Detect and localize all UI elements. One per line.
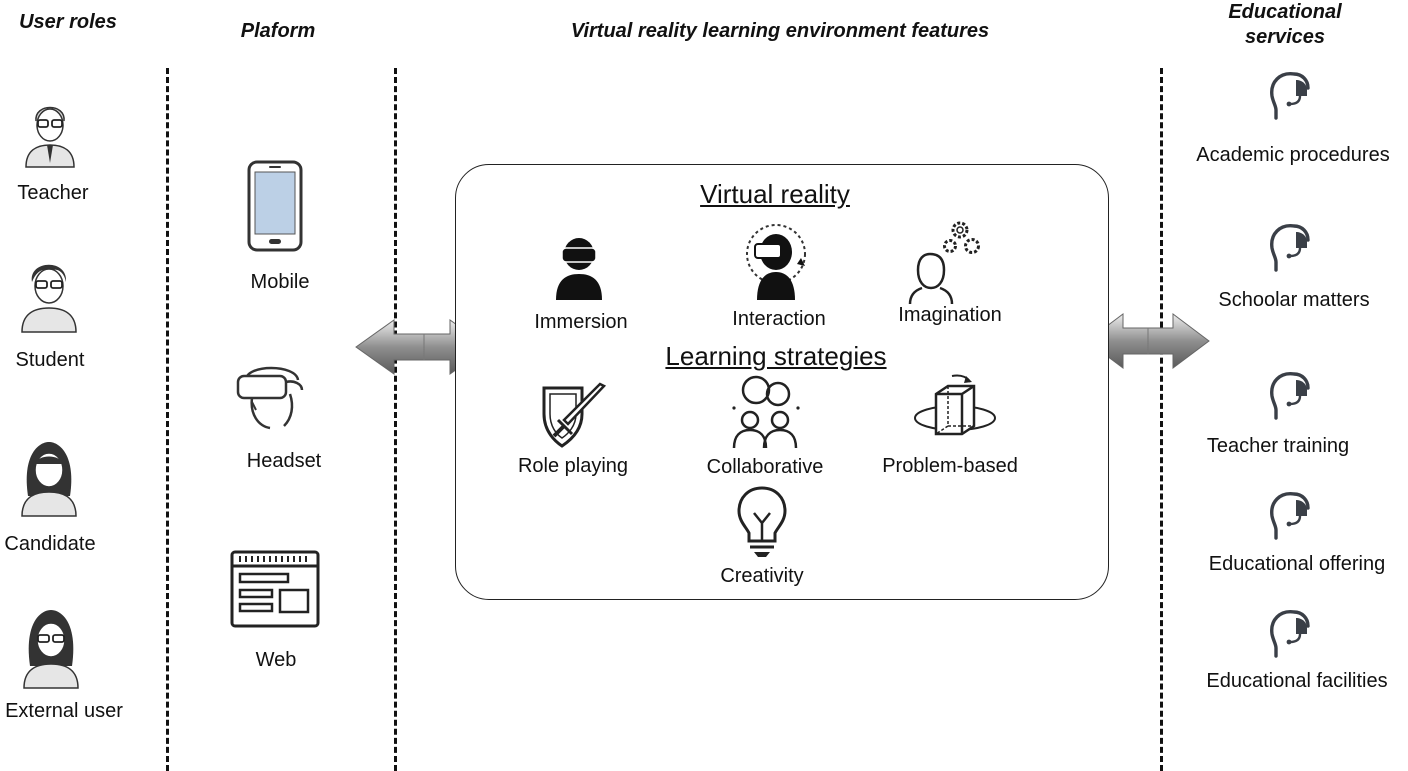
service-academic-procedures: Academic procedures	[1196, 144, 1390, 166]
web-browser-icon	[230, 550, 320, 628]
headset-support-icon	[1270, 492, 1310, 540]
strategy-collaborative: Collaborative	[706, 456, 824, 478]
strategy-problem-based: Problem-based	[882, 455, 1018, 477]
vr-user-icon	[556, 238, 602, 300]
vr-imagination: Imagination	[898, 304, 1002, 326]
service-educational-facilities: Educational facilities	[1206, 670, 1388, 692]
double-arrow-right-icon	[1086, 313, 1210, 369]
teacher-avatar-icon	[25, 106, 75, 168]
candidate-avatar-icon	[21, 442, 77, 517]
rotating-cube-icon	[914, 374, 996, 436]
header-user-roles: User roles	[19, 11, 117, 33]
header-features: Virtual reality learning environment fea…	[570, 20, 990, 42]
header-services-line1: Educational	[1228, 1, 1342, 23]
strategy-creativity: Creativity	[720, 565, 804, 587]
virtual-reality-title: Virtual reality	[700, 179, 850, 209]
headset-support-icon	[1270, 610, 1310, 658]
vr-immersion: Immersion	[534, 311, 628, 333]
role-student: Student	[15, 349, 85, 371]
vr-interaction: Interaction	[732, 308, 826, 330]
head-gears-icon	[908, 221, 980, 305]
platform-mobile: Mobile	[250, 271, 310, 293]
platform-headset: Headset	[246, 450, 322, 472]
separator-platform-features	[394, 68, 397, 771]
people-talking-icon	[732, 375, 800, 449]
student-avatar-icon	[21, 264, 77, 333]
separator-features-services	[1160, 68, 1163, 771]
header-services-line2: services	[1244, 26, 1326, 48]
service-educational-offering: Educational offering	[1208, 553, 1386, 575]
vr-headset-icon	[236, 366, 304, 430]
shield-sword-icon	[542, 382, 607, 448]
external-user-avatar-icon	[23, 610, 79, 689]
strategy-role-playing: Role playing	[517, 455, 629, 477]
platform-web: Web	[255, 649, 297, 671]
service-schoolar-matters: Schoolar matters	[1218, 289, 1370, 311]
learning-strategies-title: Learning strategies	[665, 341, 887, 371]
role-teacher: Teacher	[17, 182, 89, 204]
headset-support-icon	[1270, 224, 1310, 272]
headset-support-icon	[1270, 372, 1310, 420]
role-candidate: Candidate	[4, 533, 96, 555]
mobile-phone-icon	[247, 160, 303, 252]
header-platform: Plaform	[240, 20, 316, 42]
vr-interaction-icon	[746, 224, 806, 300]
role-external-user: External user	[5, 700, 123, 722]
lightbulb-icon	[737, 486, 787, 557]
separator-roles-platform	[166, 68, 169, 771]
service-teacher-training: Teacher training	[1206, 435, 1350, 457]
headset-support-icon	[1270, 72, 1310, 120]
